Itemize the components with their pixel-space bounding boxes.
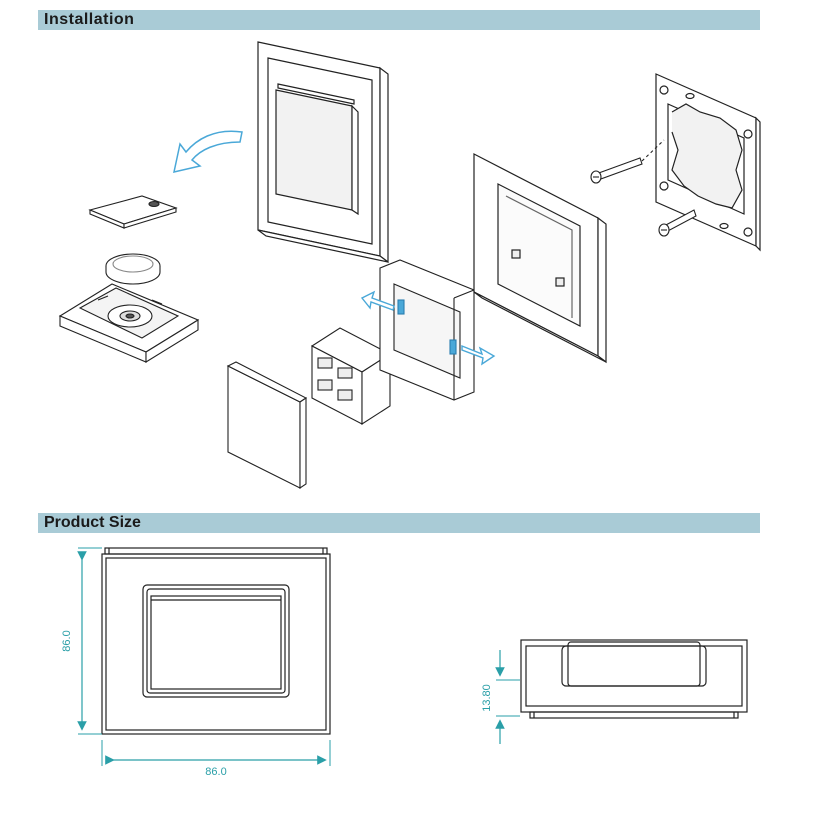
height-dimension: 86.0	[61, 547, 102, 735]
switch-frame-illustration	[257, 41, 389, 264]
mounting-plate-illustration	[655, 73, 761, 252]
switch-mechanism-illustration	[310, 327, 392, 426]
product-size-section-header: Product Size	[38, 513, 760, 533]
coin-battery-illustration	[105, 253, 161, 285]
width-dimension: 86.0	[101, 740, 331, 778]
rotate-arrow-icon	[173, 130, 243, 173]
installation-section-header: Installation	[38, 10, 760, 30]
height-label: 86.0	[61, 630, 73, 651]
product-size-title: Product Size	[44, 514, 141, 531]
screw-upper-illustration	[590, 139, 665, 184]
width-label: 86.0	[205, 766, 226, 778]
release-arrow-right-icon	[461, 344, 496, 366]
middle-frame-illustration	[473, 153, 607, 364]
depth-label: 13.80	[481, 684, 493, 712]
front-view-drawing	[101, 547, 331, 735]
release-arrow-left-icon	[360, 290, 395, 311]
screw-lower-illustration	[658, 209, 697, 237]
battery-holder-module-illustration	[58, 283, 200, 363]
rocker-cap-illustration	[226, 361, 308, 490]
adapter-frame-illustration	[379, 259, 475, 401]
side-view-drawing	[520, 639, 748, 719]
battery-cover-illustration	[88, 195, 178, 229]
depth-dimension: 13.80	[481, 650, 520, 744]
installation-title: Installation	[44, 11, 135, 28]
